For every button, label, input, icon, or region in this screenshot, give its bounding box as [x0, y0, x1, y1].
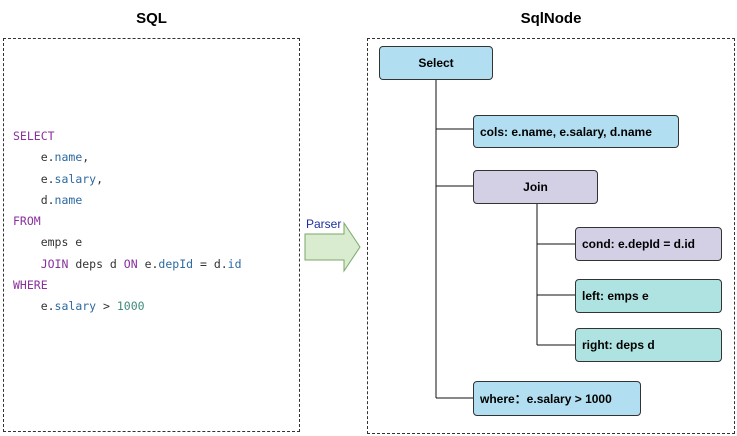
field-name: name — [54, 150, 83, 165]
sql-panel-title: SQL — [136, 10, 167, 27]
code-text: e. — [13, 171, 55, 186]
join-node: Join — [473, 170, 598, 204]
code-text: e. — [137, 256, 159, 271]
cond-node: cond: e.depId = d.id — [575, 227, 722, 261]
code-text: , — [96, 171, 104, 186]
field-salary: salary — [54, 171, 97, 186]
code-text: = d. — [193, 256, 228, 271]
code-text: deps d — [68, 256, 124, 271]
parser-arrow-icon — [304, 221, 361, 273]
where-keyword: WHERE — [13, 278, 48, 293]
code-text: e. — [13, 299, 55, 314]
parser-label: Parser — [306, 217, 342, 231]
code-text: emps e — [13, 235, 83, 250]
code-text: , — [82, 150, 90, 165]
field-depid: depId — [158, 256, 194, 271]
join-keyword: JOIN — [13, 256, 69, 271]
field-id: id — [227, 256, 242, 271]
sql-code-block: SELECT e.name, e.salary, d.name FROM emp… — [13, 126, 242, 318]
code-text: d. — [13, 192, 55, 207]
sqlnode-panel — [367, 38, 735, 434]
select-node: Select — [379, 46, 493, 80]
sql-panel — [3, 38, 300, 432]
code-text: e. — [13, 150, 55, 165]
select-keyword: SELECT — [13, 129, 55, 143]
from-keyword: FROM — [13, 214, 41, 229]
sqlnode-panel-title: SqlNode — [520, 10, 582, 27]
cols-node: cols: e.name, e.salary, d.name — [473, 115, 679, 148]
where-node: where：e.salary > 1000 — [473, 381, 641, 416]
field-name: name — [54, 192, 83, 207]
field-salary: salary — [54, 299, 97, 314]
code-text: > — [96, 299, 117, 314]
right-node: right: deps d — [575, 328, 722, 362]
left-node: left: emps e — [575, 279, 722, 313]
number-literal: 1000 — [116, 299, 145, 314]
on-keyword: ON — [123, 256, 138, 271]
